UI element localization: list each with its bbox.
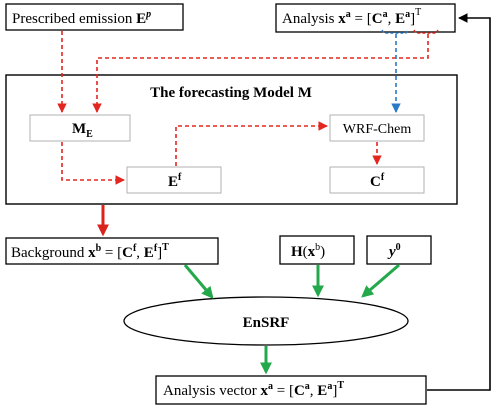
prescribed-emission-label: Prescribed emission Ep — [12, 9, 151, 27]
hxb-label: H(xb) — [291, 242, 325, 260]
background-box — [5, 237, 219, 265]
ef-label: Ef — [168, 172, 182, 190]
analysis-vector-label: Analysis vector xa = [Ca, Ea]T — [163, 380, 344, 399]
ef-box — [126, 166, 222, 194]
wrf-chem-label: WRF-Chem — [343, 122, 412, 137]
arrow-me-to-ef — [61, 142, 125, 185]
ca-bracket — [381, 29, 409, 34]
cf-box — [329, 166, 425, 194]
y0-box — [366, 235, 432, 265]
me-label: ME — [72, 121, 93, 140]
model-title: The forecasting Model M — [150, 85, 312, 101]
y0-label: y0 — [387, 242, 401, 260]
arrow-analysis-to-me — [92, 34, 429, 113]
ensrf-ellipse — [123, 296, 409, 346]
arrow-ef-to-wrf — [175, 121, 328, 166]
hxb-box — [279, 235, 355, 265]
arrow-feedback-to-analysis — [427, 13, 491, 391]
analysis-top-label: Analysis xa = [Ca, Ea]T — [282, 7, 421, 27]
analysis-vector-box — [155, 375, 427, 405]
me-box — [29, 114, 131, 142]
background-label: Background xb = [Cf, Ef]T — [11, 242, 169, 261]
cf-label: Cf — [370, 172, 385, 190]
arrow-background-to-ensrf — [183, 264, 214, 299]
ea-bracket — [413, 29, 439, 34]
prescribed-emission-box — [5, 3, 184, 31]
arrow-y0-to-ensrf — [361, 263, 400, 298]
ensrf-label: EnSRF — [243, 315, 290, 331]
wrf-chem-box — [329, 114, 425, 142]
analysis-top-box — [275, 3, 456, 33]
